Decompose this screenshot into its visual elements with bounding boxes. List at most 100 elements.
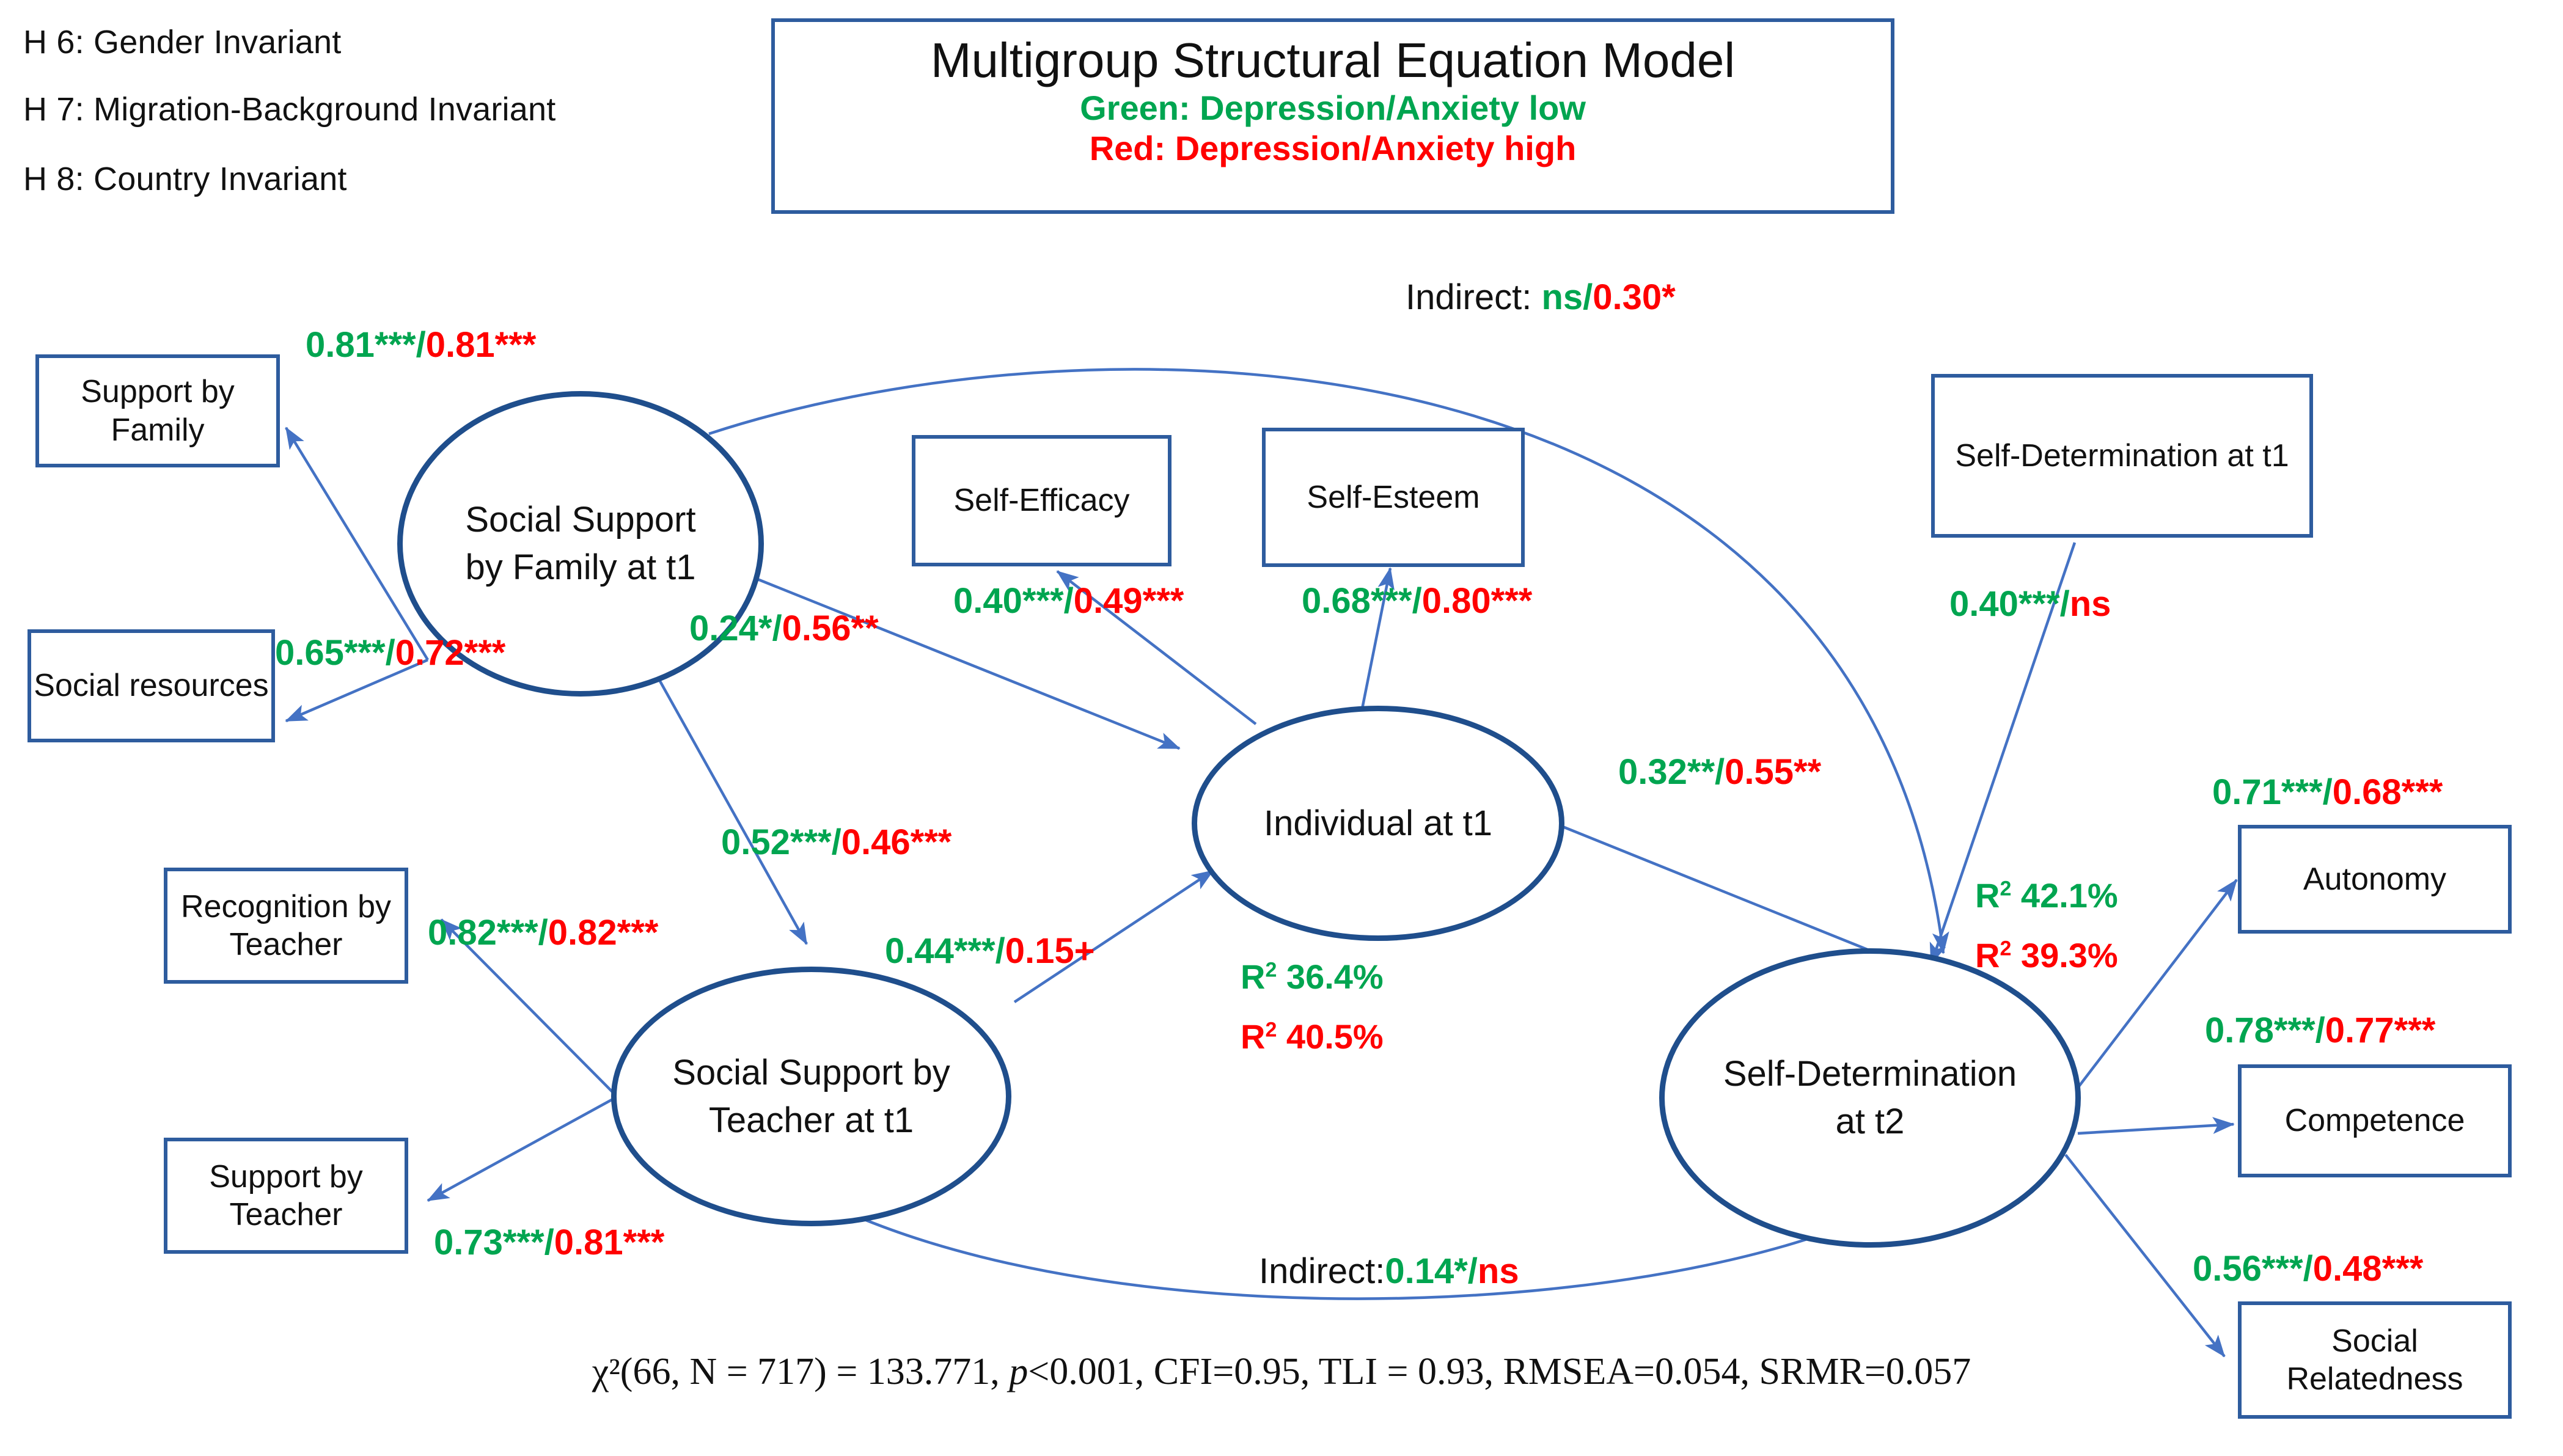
r2-individual-green: R2 36.4%	[1241, 957, 1384, 996]
coef-separator: /	[772, 609, 782, 648]
coef-red-value: 0.46***	[841, 822, 952, 862]
r2-value: 42.1%	[2011, 876, 2118, 915]
ellipse-social-support-family-t1[interactable]: Social Support by Family at t1	[397, 391, 764, 697]
r2-symbol: R	[1241, 957, 1266, 996]
box-support-by-teacher[interactable]: Support by Teacher	[164, 1138, 408, 1254]
coef-family-to-support-by-family: 0.81***/0.81***	[306, 327, 536, 363]
coef-red-value: 0.80***	[1421, 581, 1533, 621]
coef-sd-t2-to-competence: 0.78***/0.77***	[2205, 1013, 2435, 1048]
coef-separator: /	[1412, 581, 1422, 621]
hypothesis-h7: H 7: Migration-Background Invariant	[23, 91, 556, 128]
page-title: Multigroup Structural Equation Model	[930, 33, 1736, 87]
coef-green-value: 0.82***	[428, 913, 538, 953]
fit-indices: <0.001, CFI=0.95, TLI = 0.93, RMSEA=0.05…	[1028, 1351, 1971, 1392]
hypothesis-h6: H 6: Gender Invariant	[23, 24, 342, 60]
r2-sd-t2-green: R2 42.1%	[1975, 876, 2118, 915]
coef-green-value: 0.40***	[1949, 584, 2060, 624]
fit-chi-square: χ²(66, N = 717) = 133.771,	[592, 1351, 1010, 1392]
coef-sd-t2-to-autonomy: 0.71***/0.68***	[2212, 775, 2443, 810]
coef-red-value: 0.55**	[1725, 752, 1822, 792]
indirect-top-separator: /	[1583, 277, 1593, 317]
indirect-bottom-separator: /	[1467, 1251, 1478, 1291]
box-social-relatedness[interactable]: Social Relatedness	[2238, 1301, 2512, 1419]
box-self-esteem[interactable]: Self-Esteem	[1262, 428, 1525, 567]
coef-green-value: 0.24*	[689, 609, 772, 648]
coef-separator: /	[385, 633, 395, 673]
coef-separator: /	[2059, 584, 2070, 624]
coef-green-value: 0.52***	[721, 822, 832, 862]
coef-green-value: 0.68***	[1302, 581, 1412, 621]
coef-red-value: 0.81***	[554, 1223, 665, 1262]
coef-green-value: 0.78***	[2205, 1011, 2316, 1050]
coef-teacher-to-support-by-teacher: 0.73***/0.81***	[434, 1225, 664, 1260]
coef-separator: /	[416, 325, 426, 365]
ellipse-self-determination-t2[interactable]: Self-Determination at t2	[1659, 948, 2081, 1248]
r2-individual-red: R2 40.5%	[1241, 1017, 1384, 1056]
coef-green-value: 0.56***	[2193, 1249, 2303, 1289]
ellipse-social-support-teacher-t1[interactable]: Social Support by Teacher at t1	[611, 967, 1011, 1226]
coef-green-value: 0.73***	[434, 1223, 544, 1262]
coef-red-value: 0.48***	[2312, 1249, 2424, 1289]
coef-red-value: ns	[2069, 584, 2111, 624]
legend-red-text: Red: Depression/Anxiety high	[1089, 128, 1577, 167]
coef-green-value: 0.40***	[953, 581, 1064, 621]
hypothesis-h8: H 8: Country Invariant	[23, 161, 347, 197]
indirect-top-red: 0.30*	[1593, 277, 1676, 317]
coef-teacher-to-recognition: 0.82***/0.82***	[428, 915, 658, 951]
indirect-effect-bottom: Indirect:0.14*/ns	[1259, 1254, 1519, 1289]
indirect-top-green: ns	[1541, 277, 1583, 317]
coef-separator: /	[538, 913, 548, 953]
indirect-top-label: Indirect:	[1406, 277, 1532, 317]
coef-sd-t2-to-social-relatedness: 0.56***/0.48***	[2193, 1251, 2423, 1287]
coef-separator: /	[1063, 581, 1074, 621]
coef-red-value: 0.56**	[782, 609, 879, 648]
r2-symbol: R	[1241, 1017, 1266, 1056]
r2-value: 40.5%	[1277, 1017, 1384, 1056]
coef-separator: /	[2315, 1011, 2325, 1050]
fit-statistics: χ²(66, N = 717) = 133.771, p<0.001, CFI=…	[0, 1350, 2563, 1394]
coef-red-value: 0.82***	[548, 913, 659, 953]
r2-sd-t2-red: R2 39.3%	[1975, 936, 2118, 975]
indirect-effect-top: Indirect: ns/0.30*	[1406, 280, 1676, 315]
coef-separator: /	[995, 931, 1005, 971]
coef-family-to-social-resources: 0.65***/0.72***	[275, 635, 505, 671]
coef-individual-to-sd-t2: 0.32**/0.55**	[1618, 755, 1821, 790]
coef-separator: /	[1715, 752, 1725, 792]
coef-red-value: 0.49***	[1073, 581, 1184, 621]
coef-green-value: 0.44***	[885, 931, 996, 971]
box-competence[interactable]: Competence	[2238, 1064, 2512, 1177]
coef-sd-t1-to-sd-t2: 0.40***/ns	[1949, 587, 2111, 622]
coef-separator: /	[2322, 772, 2333, 812]
box-self-efficacy[interactable]: Self-Efficacy	[912, 435, 1172, 566]
box-support-by-family[interactable]: Support by Family	[35, 354, 280, 467]
r2-value: 39.3%	[2011, 936, 2118, 975]
box-autonomy[interactable]: Autonomy	[2238, 825, 2512, 934]
coef-separator: /	[544, 1223, 554, 1262]
r2-symbol: R	[1975, 876, 2000, 915]
legend-green-text: Green: Depression/Anxiety low	[1080, 88, 1586, 127]
coef-family-to-individual: 0.24*/0.56**	[689, 611, 879, 646]
coef-green-value: 0.81***	[306, 325, 416, 365]
fit-p-symbol: p	[1009, 1351, 1028, 1392]
coef-individual-to-self-esteem: 0.68***/0.80***	[1302, 583, 1532, 619]
coef-teacher-to-individual: 0.44***/0.15+	[885, 934, 1095, 969]
coef-red-value: 0.68***	[2332, 772, 2443, 812]
coef-separator: /	[2303, 1249, 2313, 1289]
title-box: Multigroup Structural Equation Model Gre…	[771, 18, 1894, 214]
coef-red-value: 0.81***	[425, 325, 537, 365]
coef-family-to-teacher: 0.52***/0.46***	[721, 825, 952, 860]
r2-value: 36.4%	[1277, 957, 1384, 996]
coef-red-value: 0.72***	[395, 633, 506, 673]
indirect-bottom-red: ns	[1477, 1251, 1519, 1291]
coef-separator: /	[831, 822, 842, 862]
ellipse-individual-t1[interactable]: Individual at t1	[1192, 706, 1564, 941]
box-recognition-by-teacher[interactable]: Recognition by Teacher	[164, 868, 408, 984]
coef-individual-to-self-efficacy: 0.40***/0.49***	[953, 583, 1184, 619]
coef-red-value: 0.77***	[2325, 1011, 2436, 1050]
indirect-bottom-green: 0.14*	[1385, 1251, 1468, 1291]
box-social-resources[interactable]: Social resources	[28, 629, 275, 742]
box-self-determination-t1[interactable]: Self-Determination at t1	[1931, 374, 2313, 538]
r2-symbol: R	[1975, 936, 2000, 975]
indirect-bottom-label: Indirect:	[1259, 1251, 1385, 1291]
